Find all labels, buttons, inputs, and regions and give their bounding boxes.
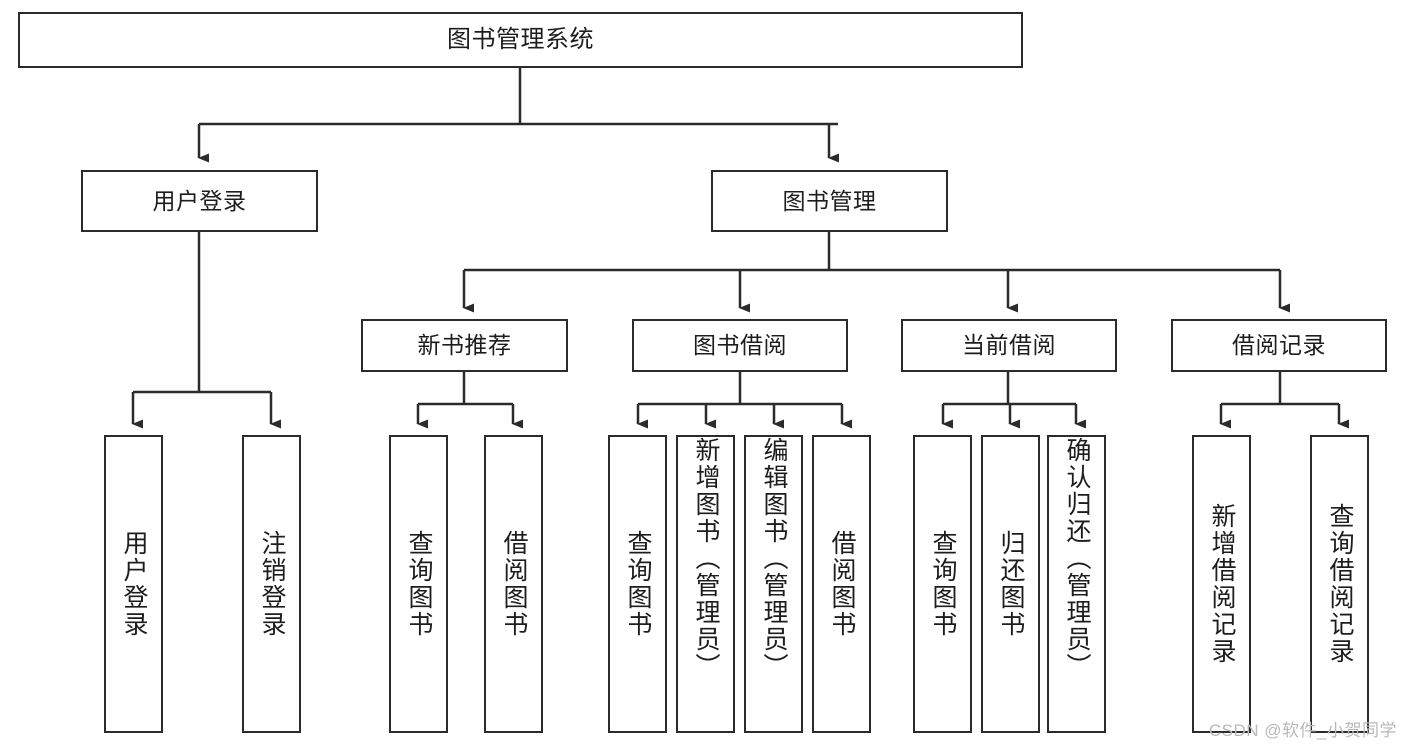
node-user-login[interactable]: 用户登录 bbox=[81, 170, 318, 232]
leaf-label: 确认归还（管理员） bbox=[1063, 437, 1091, 680]
leaf-query-book-2[interactable]: 查询图书 bbox=[608, 435, 667, 733]
leaf-label: 借阅图书 bbox=[828, 530, 856, 638]
node-book-manage[interactable]: 图书管理 bbox=[711, 170, 948, 232]
watermark: CSDN @软件_小贺同学 bbox=[1208, 721, 1397, 740]
leaf-label: 查询借阅记录 bbox=[1326, 503, 1354, 665]
leaf-label: 查询图书 bbox=[405, 530, 433, 638]
leaf-label: 查询图书 bbox=[624, 530, 652, 638]
node-label: 新书推荐 bbox=[417, 332, 512, 359]
leaf-label: 查询图书 bbox=[929, 530, 957, 638]
node-current-borrow[interactable]: 当前借阅 bbox=[901, 319, 1117, 372]
leaf-borrow-book-2[interactable]: 借阅图书 bbox=[812, 435, 871, 733]
leaf-label: 借阅图书 bbox=[500, 530, 528, 638]
leaf-user-login[interactable]: 用户登录 bbox=[104, 435, 163, 733]
node-label: 图书借阅 bbox=[693, 332, 787, 359]
leaf-label: 用户登录 bbox=[120, 530, 148, 638]
node-book-management-system[interactable]: 图书管理系统 bbox=[18, 12, 1023, 68]
node-borrow-record[interactable]: 借阅记录 bbox=[1171, 319, 1387, 372]
leaf-borrow-book-1[interactable]: 借阅图书 bbox=[484, 435, 543, 733]
leaf-add-book[interactable]: 新增图书（管理员） bbox=[676, 435, 735, 733]
leaf-query-record[interactable]: 查询借阅记录 bbox=[1310, 435, 1369, 733]
node-label: 当前借阅 bbox=[962, 332, 1056, 359]
node-new-book-recommend[interactable]: 新书推荐 bbox=[361, 319, 568, 372]
leaf-return-book[interactable]: 归还图书 bbox=[981, 435, 1040, 733]
node-label: 图书管理系统 bbox=[447, 26, 594, 54]
leaf-label: 编辑图书（管理员） bbox=[760, 437, 788, 680]
node-book-borrow[interactable]: 图书借阅 bbox=[632, 319, 848, 372]
leaf-add-record[interactable]: 新增借阅记录 bbox=[1192, 435, 1251, 733]
leaf-query-book-1[interactable]: 查询图书 bbox=[389, 435, 448, 733]
node-label: 图书管理 bbox=[782, 187, 877, 214]
node-label: 借阅记录 bbox=[1232, 332, 1326, 359]
leaf-label: 注销登录 bbox=[258, 530, 286, 638]
leaf-edit-book[interactable]: 编辑图书（管理员） bbox=[744, 435, 803, 733]
leaf-label: 新增借阅记录 bbox=[1208, 503, 1236, 665]
leaf-label: 新增图书（管理员） bbox=[692, 437, 720, 680]
leaf-logout[interactable]: 注销登录 bbox=[242, 435, 301, 733]
leaf-confirm-return[interactable]: 确认归还（管理员） bbox=[1047, 435, 1106, 733]
leaf-query-book-3[interactable]: 查询图书 bbox=[913, 435, 972, 733]
node-label: 用户登录 bbox=[152, 187, 247, 214]
leaf-label: 归还图书 bbox=[997, 530, 1025, 638]
